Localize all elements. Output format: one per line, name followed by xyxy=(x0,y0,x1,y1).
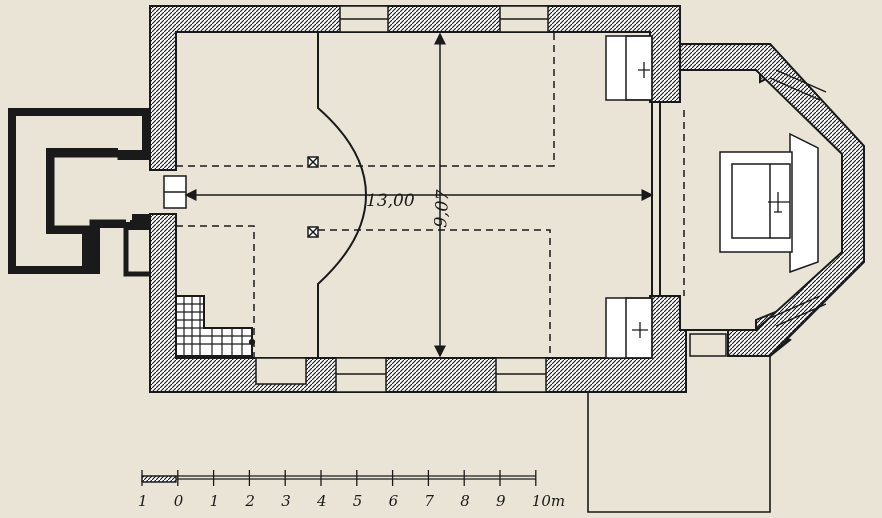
scale-labels: 1 0 1 2 3 4 5 6 7 8 9 10m xyxy=(138,492,565,510)
west-tower xyxy=(8,108,152,277)
scale-label: 3 xyxy=(281,492,291,510)
side-altar-north xyxy=(605,35,653,101)
scale-label: 9 xyxy=(496,492,506,510)
sacristy xyxy=(587,356,771,513)
apse-walls xyxy=(679,43,865,357)
scale-label: 8 xyxy=(460,492,470,510)
staircase xyxy=(175,295,256,357)
nave-width-label: 9,07 xyxy=(431,189,454,228)
pillar-markers xyxy=(307,156,319,238)
dimension-lines xyxy=(184,32,654,358)
scale-label: 1 xyxy=(138,492,148,510)
scale-bar xyxy=(141,470,537,486)
high-altar xyxy=(719,132,819,274)
scale-label: 10m xyxy=(532,492,565,510)
scale-label: 1 xyxy=(210,492,220,510)
scale-label: 7 xyxy=(424,492,434,510)
scale-label: 6 xyxy=(389,492,399,510)
scale-label: 0 xyxy=(174,492,184,510)
nave-length-label: 13,00 xyxy=(366,191,415,211)
west-doorway xyxy=(163,175,187,209)
scale-label: 2 xyxy=(244,492,255,510)
side-altar-south xyxy=(605,297,653,359)
windows xyxy=(255,5,827,393)
scale-label: 4 xyxy=(316,492,327,510)
scale-label: 5 xyxy=(353,492,363,510)
vault-outlines xyxy=(176,32,685,358)
